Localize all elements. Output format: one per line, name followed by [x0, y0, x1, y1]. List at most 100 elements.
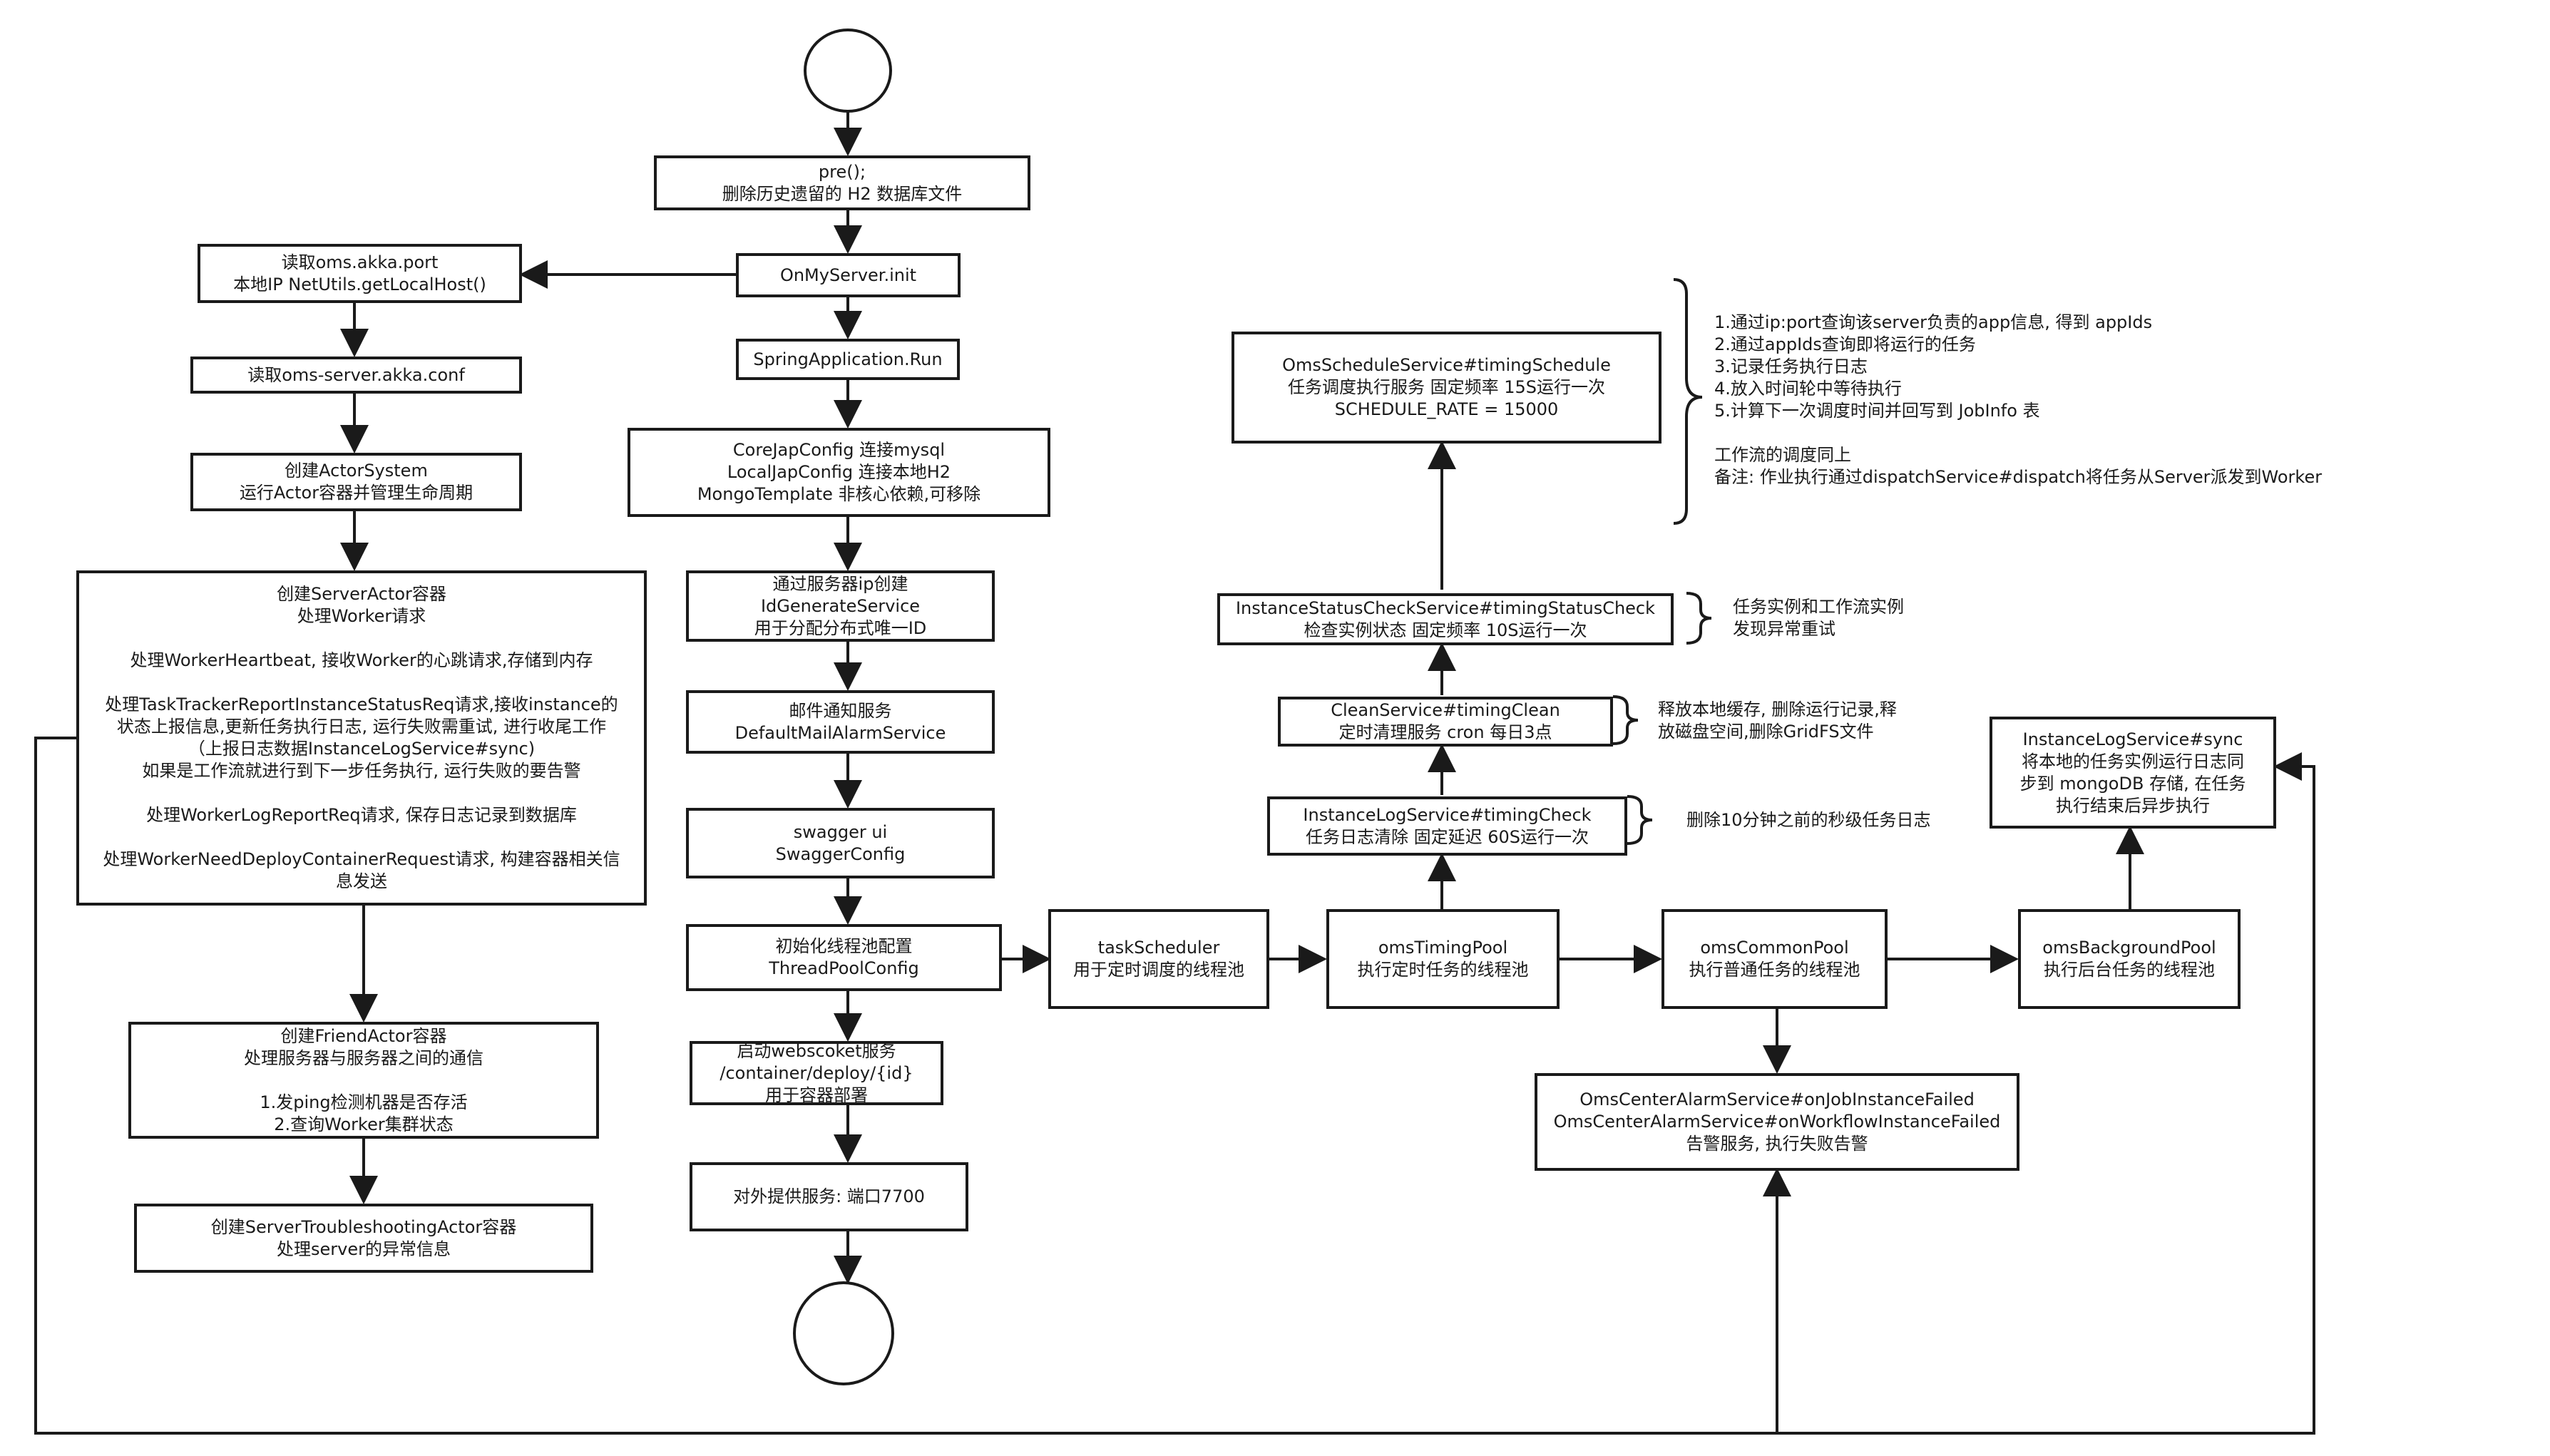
config-box-line: CoreJapConfig 连接mysql	[732, 440, 946, 460]
schedule-note-line: 4.放入时间轮中等待执行	[1714, 379, 1902, 399]
port-box-line: 对外提供服务: 端口7700	[733, 1186, 925, 1206]
server-actor-box-line: 如果是工作流就进行到下一步任务执行, 运行失败的要告警	[142, 761, 581, 781]
task-scheduler-box-line: taskScheduler	[1097, 938, 1220, 958]
common-pool-box-line: omsCommonPool	[1700, 938, 1849, 958]
center-alarm-service-box: OmsCenterAlarmService#onJobInstanceFaile…	[1535, 1073, 2019, 1171]
clean-box-line: 定时清理服务 cron 每日3点	[1338, 722, 1552, 742]
akka-port-box-line: 本地IP NetUtils.getLocalHost()	[233, 274, 486, 294]
actor-system-box-line: 运行Actor容器并管理生命周期	[239, 483, 473, 503]
schedule-note-line: 1.通过ip:port查询该server负责的app信息, 得到 appIds	[1714, 312, 2153, 332]
server-actor-box-line: 创建ServerActor容器	[277, 584, 446, 604]
init-box-line: OnMyServer.init	[779, 265, 917, 285]
instance-status-check-box: InstanceStatusCheckService#timingStatusC…	[1217, 593, 1674, 645]
schedule-note-line: 工作流的调度同上	[1714, 445, 1851, 465]
status-note-line: 任务实例和工作流实例	[1733, 597, 1904, 617]
actor-system-box-line: 创建ActorSystem	[285, 461, 428, 481]
alarm-box-line: 告警服务, 执行失败告警	[1686, 1134, 1868, 1154]
akka-conf-box-line: 读取oms-server.akka.conf	[247, 364, 465, 385]
idgen-box-line: 用于分配分布式唯一ID	[754, 617, 927, 638]
threadpool-box-line: 初始化线程池配置	[775, 936, 913, 956]
server-actor-box-line: （上报日志数据InstanceLogService#sync)	[188, 739, 536, 759]
schedule-note-line	[1714, 422, 2541, 444]
schedule-note-line: 备注: 作业执行通过dispatchService#dispatch将任务从Se…	[1714, 467, 2323, 487]
schedule-note-brace	[1673, 278, 1703, 525]
akka-conf-box: 读取oms-server.akka.conf	[190, 357, 522, 394]
log-sync-box-line: 步到 mongoDB 存储, 在任务	[2019, 773, 2246, 794]
troubleshooting-actor-box: 创建ServerTroubleshootingActor容器处理server的异…	[134, 1204, 593, 1273]
websocket-service-box: 启动webscoket服务/container/deploy/{id}用于容器部…	[690, 1041, 943, 1105]
server-actor-box-line: 状态上报信息,更新任务执行日志, 运行失败需重试, 进行收尾工作	[116, 717, 607, 737]
schedule-note-line: 3.记录任务执行日志	[1714, 357, 1868, 376]
port-service-box: 对外提供服务: 端口7700	[690, 1162, 968, 1231]
log-sync-box-line: 将本地的任务实例运行日志同	[2022, 751, 2244, 771]
timing-pool-box-line: 执行定时任务的线程池	[1357, 960, 1529, 980]
pre-box-line: 删除历史遗留的 H2 数据库文件	[722, 183, 963, 204]
clean-note-line: 放磁盘空间,删除GridFS文件	[1658, 722, 1874, 742]
friend-actor-box-line: 创建FriendActor容器	[280, 1025, 447, 1046]
timing-pool-box-line: omsTimingPool	[1378, 938, 1508, 958]
status-note: 任务实例和工作流实例发现异常重试	[1733, 596, 2018, 640]
friend-actor-box-line: 1.发ping检测机器是否存活	[260, 1092, 468, 1112]
mail-box-line: 邮件通知服务	[789, 700, 892, 721]
websocket-box-line: 用于容器部署	[765, 1085, 868, 1105]
status-check-box-line: InstanceStatusCheckService#timingStatusC…	[1235, 598, 1656, 618]
status-note-line: 发现异常重试	[1733, 619, 1835, 639]
log-sync-box-line: InstanceLogService#sync	[2022, 729, 2243, 749]
schedule-box-line: 任务调度执行服务 固定频率 15S运行一次	[1287, 377, 1606, 397]
server-actor-box-line: 处理Worker请求	[297, 606, 426, 626]
background-pool-box-line: 执行后台任务的线程池	[2044, 960, 2215, 980]
log-check-box-line: InstanceLogService#timingCheck	[1303, 804, 1592, 825]
clean-note-line: 释放本地缓存, 删除运行记录,释	[1658, 699, 1897, 719]
idgen-box-line: 通过服务器ip创建	[772, 573, 908, 594]
end-node	[793, 1281, 894, 1385]
start-node	[804, 29, 892, 113]
troubleshoot-box-line: 处理server的异常信息	[277, 1239, 451, 1259]
server-actor-box-line: 处理WorkerLogReportReq请求, 保存日志记录到数据库	[146, 805, 577, 825]
config-box-line: MongoTemplate 非核心依赖,可移除	[697, 484, 981, 504]
server-actor-box-line: 处理WorkerHeartbeat, 接收Worker的心跳请求,存储到内存	[130, 650, 593, 670]
mail-box-line: DefaultMailAlarmService	[734, 722, 946, 743]
idgen-box-line: IdGenerateService	[760, 595, 921, 616]
spring-box-line: SpringApplication.Run	[753, 349, 943, 369]
pre-box-line: pre();	[818, 161, 866, 182]
friend-actor-box: 创建FriendActor容器处理服务器与服务器之间的通信 1.发ping检测机器…	[128, 1022, 599, 1139]
onmyserver-init-box: OnMyServer.init	[736, 253, 961, 297]
clean-box-line: CleanService#timingClean	[1331, 700, 1560, 720]
friend-actor-box-line: 处理服务器与服务器之间的通信	[244, 1047, 483, 1068]
alarm-box-line: OmsCenterAlarmService#onWorkflowInstance…	[1553, 1112, 2001, 1132]
clean-note-brace	[1612, 695, 1639, 745]
clean-note: 释放本地缓存, 删除运行记录,释放磁盘空间,删除GridFS文件	[1658, 699, 1972, 743]
pre-box: pre();删除历史遗留的 H2 数据库文件	[654, 155, 1030, 210]
troubleshoot-box-line: 创建ServerTroubleshootingActor容器	[210, 1216, 517, 1237]
alarm-box-line: OmsCenterAlarmService#onJobInstanceFaile…	[1579, 1090, 1975, 1109]
akka-port-box-line: 读取oms.akka.port	[281, 252, 439, 272]
server-actor-box: 创建ServerActor容器处理Worker请求处理WorkerHeartbe…	[76, 570, 647, 906]
swagger-box-line: swagger ui	[793, 821, 888, 842]
task-scheduler-box-line: 用于定时调度的线程池	[1073, 960, 1244, 980]
schedule-box-line: OmsScheduleService#timingSchedule	[1282, 355, 1611, 375]
log-check-note: 删除10分钟之前的秒级任务日志	[1686, 809, 2000, 831]
log-check-note-line: 删除10分钟之前的秒级任务日志	[1686, 810, 1931, 830]
friend-actor-box-line: 2.查询Worker集群状态	[274, 1114, 454, 1134]
schedule-box-line: SCHEDULE_RATE = 15000	[1334, 399, 1559, 419]
config-box-line: LocalJapConfig 连接本地H2	[727, 462, 951, 482]
status-note-brace	[1686, 592, 1712, 645]
spring-application-box: SpringApplication.Run	[736, 339, 960, 380]
log-check-note-brace	[1627, 795, 1653, 845]
swagger-box-line: SwaggerConfig	[775, 844, 906, 864]
server-actor-box-line: 处理TaskTrackerReportInstanceStatusReq请求,接…	[105, 694, 618, 714]
websocket-box-line: 启动webscoket服务	[737, 1040, 896, 1061]
